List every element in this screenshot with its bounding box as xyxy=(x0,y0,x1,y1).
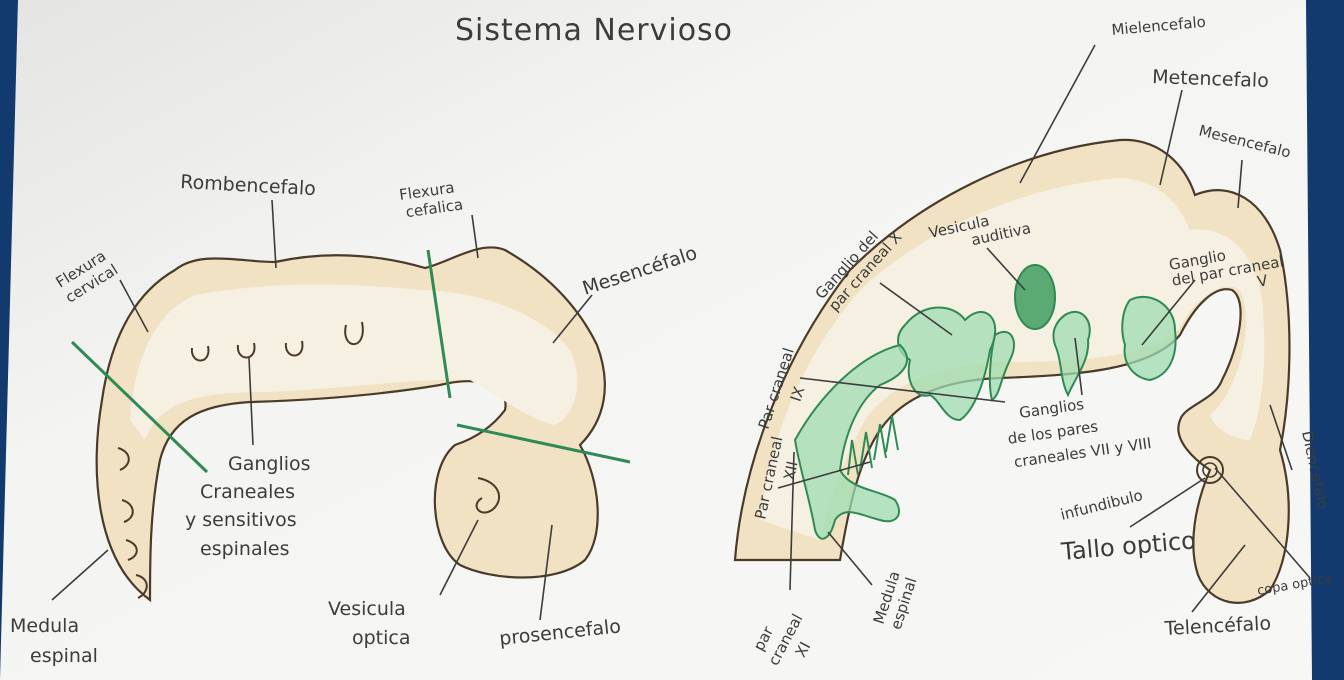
ganglion-v-shape xyxy=(1122,297,1175,380)
auditory-vesicle xyxy=(1015,265,1055,329)
label-metencefalo: Metencefalo xyxy=(1152,66,1269,92)
page-title: Sistema Nervioso xyxy=(455,13,733,48)
